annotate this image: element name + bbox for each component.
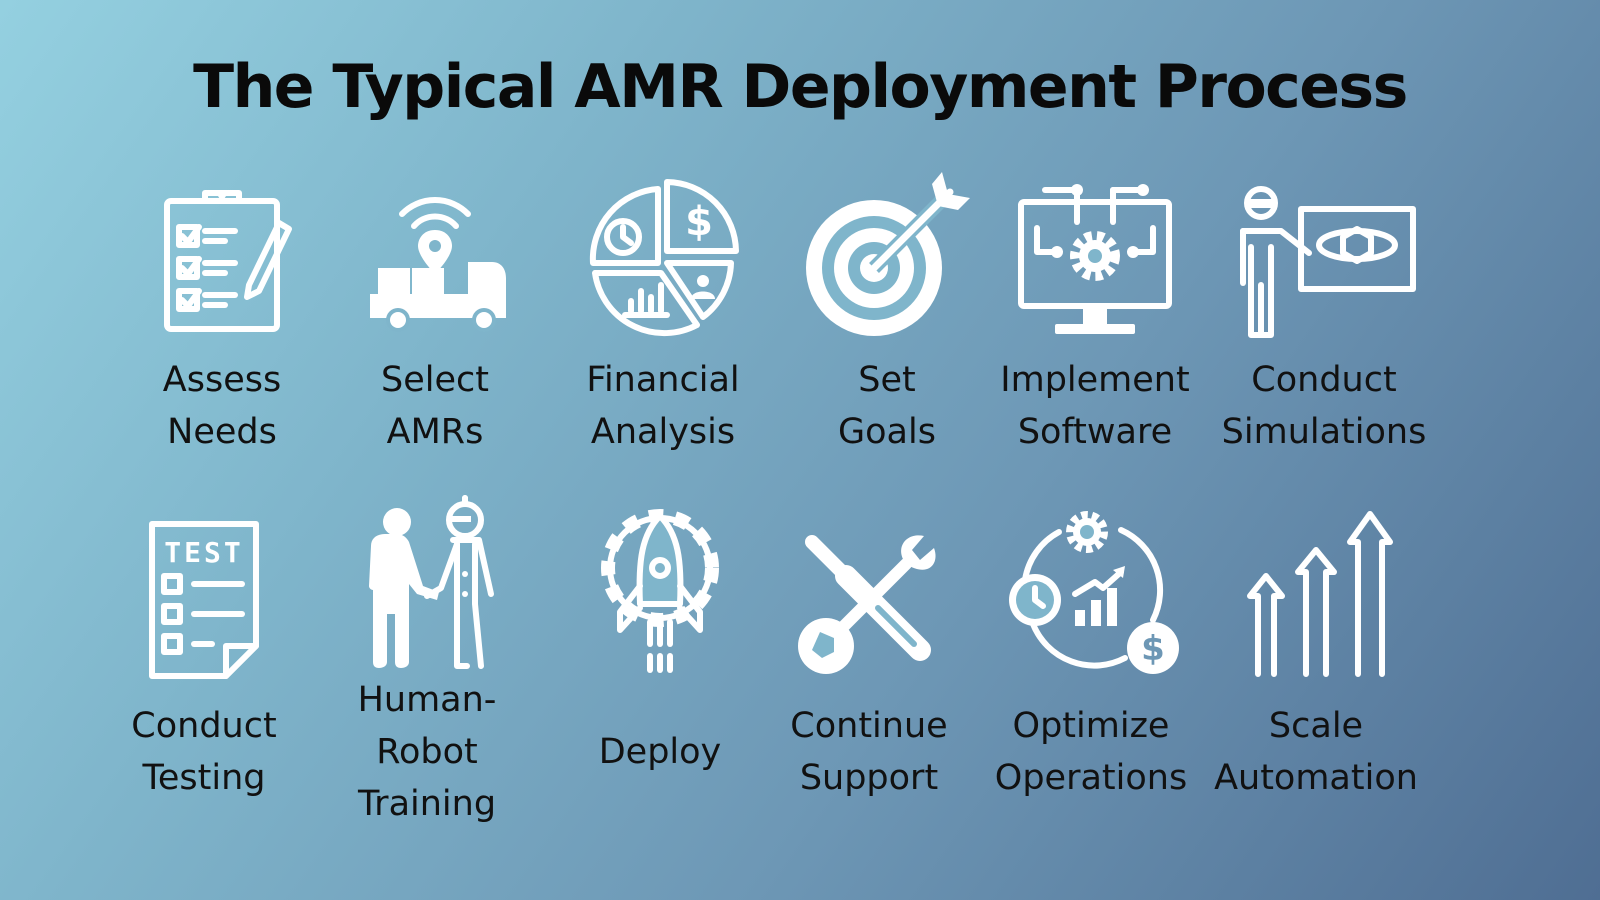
presenter-icon	[1229, 185, 1419, 340]
svg-text:$: $	[1141, 629, 1165, 669]
monitor-gear-icon	[1015, 182, 1175, 340]
rocket-gear-icon	[590, 494, 730, 684]
clipboard-checklist-icon	[147, 185, 297, 335]
human-robot-handshake-icon	[357, 494, 497, 674]
tools-icon	[794, 528, 944, 678]
delivery-truck-icon	[360, 182, 510, 332]
page-title: The Typical AMR Deployment Process	[193, 52, 1408, 122]
svg-text:TEST: TEST	[164, 536, 243, 569]
svg-text:$: $	[685, 199, 713, 245]
growth-arrows-icon	[1236, 506, 1396, 680]
step-label: Deploy	[598, 732, 722, 772]
pie-chart-icon: $	[583, 177, 743, 337]
optimize-cycle-icon: $	[1003, 508, 1179, 678]
test-document-icon: TEST	[144, 518, 264, 683]
target-icon	[802, 170, 972, 340]
